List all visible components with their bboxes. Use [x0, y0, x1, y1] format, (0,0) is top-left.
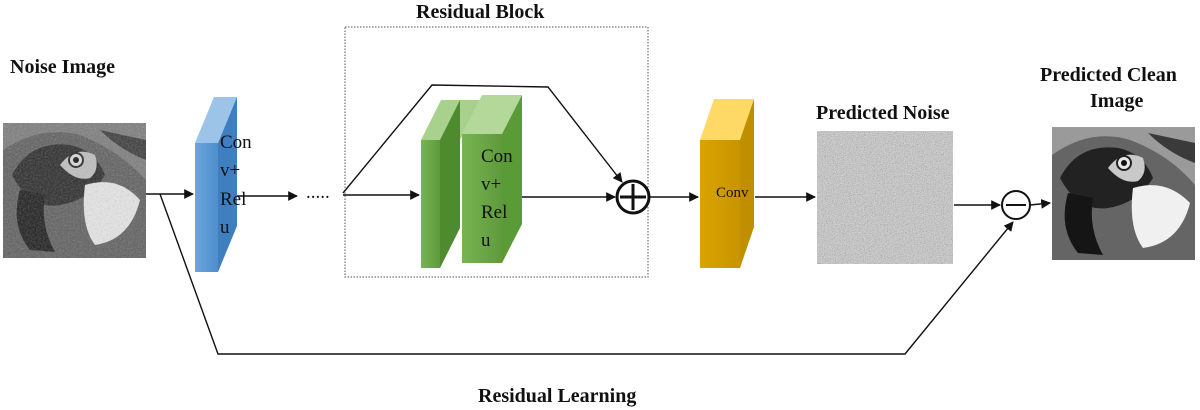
- conv-relu-1-text-3: Rel: [220, 189, 246, 210]
- edge-subtract-to-clean: [1029, 199, 1051, 209]
- add-circle-icon: [615, 179, 651, 215]
- conv-relu-1-text-1: Con: [220, 132, 252, 153]
- conv-relu-2-text-4: u: [481, 230, 491, 251]
- residual-block-label: Residual Block: [416, 1, 545, 23]
- green-block-back: [421, 100, 480, 268]
- conv-relu-block-1: Con v+ Rel u: [195, 97, 252, 272]
- edge-residual-learning: [159, 193, 1014, 355]
- conv-relu-1-text-2: v+: [220, 160, 240, 181]
- conv-relu-1-text-4: u: [220, 217, 230, 238]
- subtract-circle-icon: [1001, 190, 1031, 220]
- predicted-clean-image: [1052, 127, 1195, 260]
- conv-relu-2-text-3: Rel: [481, 202, 507, 223]
- edges: [146, 84, 1051, 355]
- residual-learning-label: Residual Learning: [478, 385, 636, 407]
- conv-relu-block-2: Con v+ Rel u: [462, 95, 522, 263]
- edge-residual-skip: [342, 84, 623, 194]
- conv-block: Conv: [700, 99, 754, 268]
- noise-input-image: [3, 123, 146, 258]
- predicted-clean-label-line1: Predicted Clean: [1040, 64, 1177, 86]
- conv-block-label: Conv: [716, 185, 749, 201]
- conv-relu-2-text-2: v+: [481, 174, 501, 195]
- noise-image-label: Noise Image: [10, 56, 115, 78]
- predicted-noise-label: Predicted Noise: [816, 102, 950, 124]
- predicted-clean-label-line2: Image: [1090, 90, 1143, 112]
- layers-ellipsis: .....: [306, 182, 330, 203]
- residual-block-frame: [344, 26, 649, 278]
- conv-relu-2-text-1: Con: [481, 146, 513, 167]
- predicted-noise-image: [817, 131, 953, 264]
